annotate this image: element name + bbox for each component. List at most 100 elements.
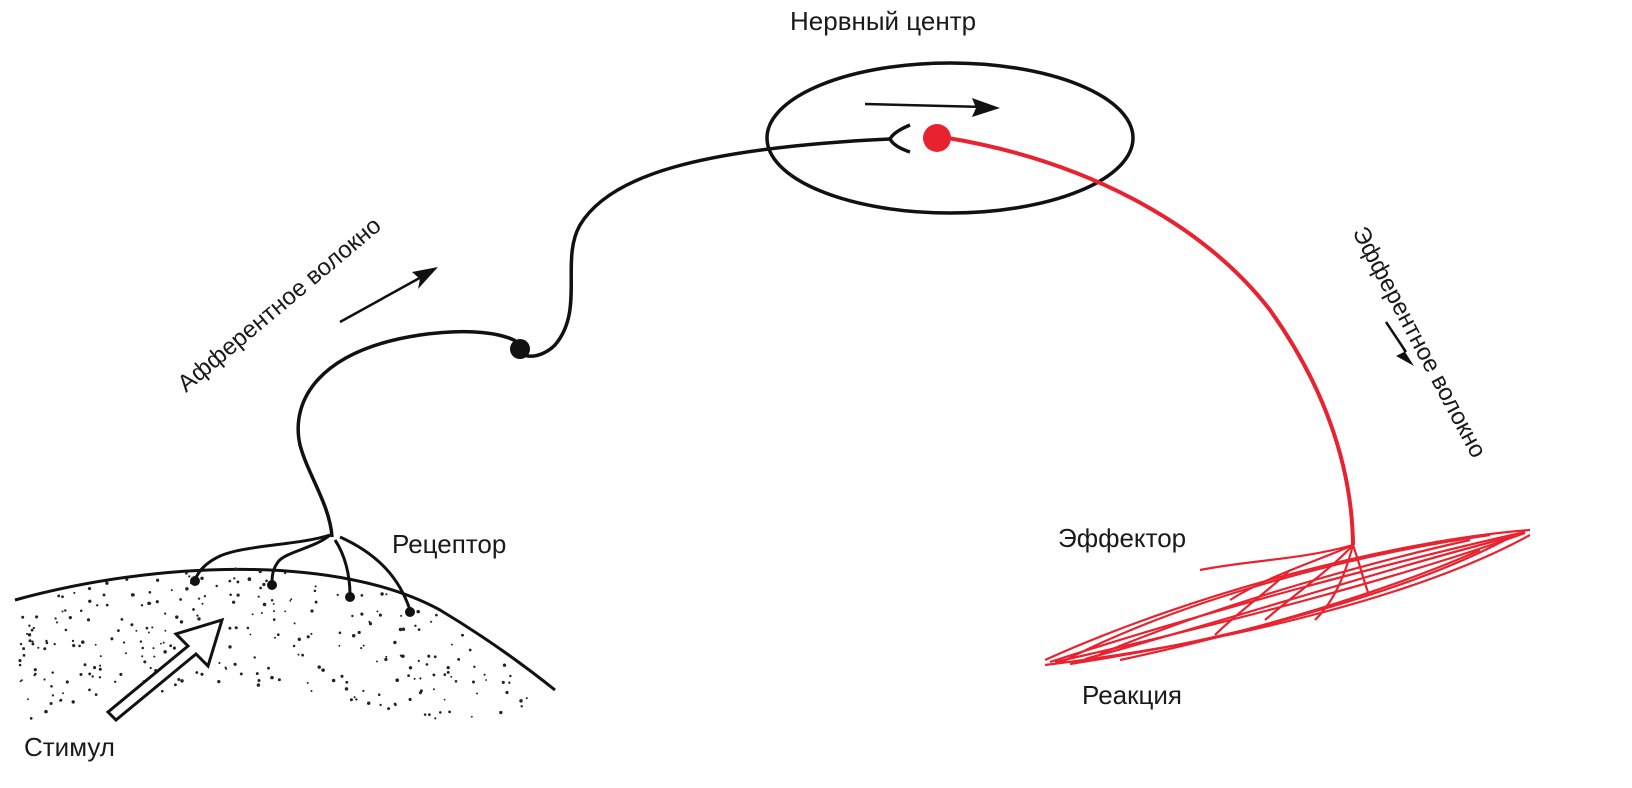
stipple-dot [379, 704, 381, 706]
stipple-dot [435, 614, 438, 617]
stipple-dot [351, 615, 353, 617]
stipple-dot [88, 587, 91, 590]
nerve-center-label: Нервный центр [790, 6, 976, 36]
stipple-dot [447, 666, 450, 669]
stipple-dot [87, 618, 90, 621]
stipple-dot [321, 668, 325, 672]
stipple-dot [51, 671, 53, 673]
stipple-dot [448, 711, 451, 714]
stipple-dot [65, 629, 68, 632]
stipple-dot [338, 645, 340, 647]
stipple-dot [332, 679, 336, 683]
stipple-dot [88, 672, 91, 675]
stipple-dot [180, 679, 184, 683]
stipple-dot [376, 660, 378, 662]
stipple-dot [258, 596, 260, 598]
stipple-dot [117, 629, 120, 632]
stipple-dot [350, 698, 353, 701]
stipple-dot [31, 629, 34, 632]
stipple-dot [340, 675, 343, 678]
stipple-dot [434, 717, 436, 719]
stipple-dot [192, 608, 195, 611]
stipple-dot [369, 622, 372, 625]
stipple-dot [195, 671, 198, 674]
stipple-dot [267, 667, 270, 670]
stipple-dot [387, 707, 390, 710]
stipple-dot [307, 635, 310, 638]
stipple-dot [414, 625, 416, 627]
stipple-dot [237, 594, 240, 597]
stipple-dot [34, 668, 37, 671]
stipple-dot [152, 647, 154, 649]
stipple-dot [317, 665, 320, 668]
stipple-dot [185, 587, 188, 590]
stipple-dot [80, 609, 83, 612]
stipple-dot [447, 671, 450, 674]
stipple-dot [20, 643, 22, 645]
stipple-dot [509, 675, 511, 677]
stipple-dot [247, 627, 250, 630]
stipple-dot [56, 621, 58, 623]
stipple-dot [400, 615, 402, 617]
stipple-dot [225, 668, 227, 670]
stipple-dot [66, 680, 69, 683]
stipple-dot [72, 644, 75, 647]
stipple-dot [258, 679, 261, 682]
stipple-dot [153, 656, 155, 658]
stipple-dot [298, 654, 300, 656]
stipple-dot [508, 682, 510, 684]
stipple-dot [367, 702, 370, 705]
stipple-dot [79, 673, 82, 676]
stipple-dot [54, 643, 56, 645]
stipple-dot [240, 672, 243, 675]
stipple-dot [228, 627, 231, 630]
stipple-dot [252, 613, 254, 615]
stipple-dot [443, 673, 446, 676]
stipple-dot [35, 615, 38, 618]
stipple-dot [200, 673, 203, 676]
stipple-dot [148, 632, 150, 634]
stipple-dot [141, 655, 143, 657]
synapse-icon [890, 125, 910, 152]
stipple-dot [171, 589, 173, 591]
stipple-dot [179, 598, 182, 601]
stipple-dot [450, 676, 452, 678]
stipple-dot [180, 620, 183, 623]
stipple-dot [249, 634, 251, 636]
stipple-dot [217, 680, 220, 683]
stipple-dot [430, 621, 432, 623]
stipple-dot [257, 683, 260, 686]
stipple-dot [360, 647, 362, 649]
stipple-dot [95, 693, 98, 696]
stipple-dot [380, 592, 383, 595]
stipple-dot [409, 666, 412, 669]
stipple-dot [361, 594, 364, 597]
stipple-dot [26, 633, 28, 635]
stipple-dot [31, 640, 33, 642]
stipple-dot [99, 676, 101, 678]
stipple-dot [355, 698, 357, 700]
stipple-dot [61, 595, 64, 598]
stipple-dot [84, 663, 87, 666]
stipple-dot [52, 694, 54, 696]
skin-surface [15, 568, 555, 720]
stipple-dot [163, 650, 166, 653]
afferent-fiber-label: Афферентное волокно [173, 212, 387, 398]
stipple-dot [173, 647, 176, 650]
stipple-dot [141, 604, 143, 606]
stipple-dot [29, 639, 32, 642]
stipple-dot [163, 642, 165, 644]
stipple-dot [401, 654, 405, 658]
stipple-dot [106, 604, 109, 607]
stipple-dot [363, 645, 365, 647]
stipple-dot [352, 634, 355, 637]
stipple-dot [451, 644, 453, 646]
receptor-terminal-dots [190, 576, 415, 617]
stipple-dot [273, 603, 275, 605]
stipple-dot [354, 696, 356, 698]
stipple-dot [505, 691, 508, 694]
stipple-dot [461, 634, 463, 636]
stipple-dot [105, 582, 108, 585]
stipple-dot [284, 610, 286, 612]
efferent-fiber-line [948, 138, 1353, 545]
